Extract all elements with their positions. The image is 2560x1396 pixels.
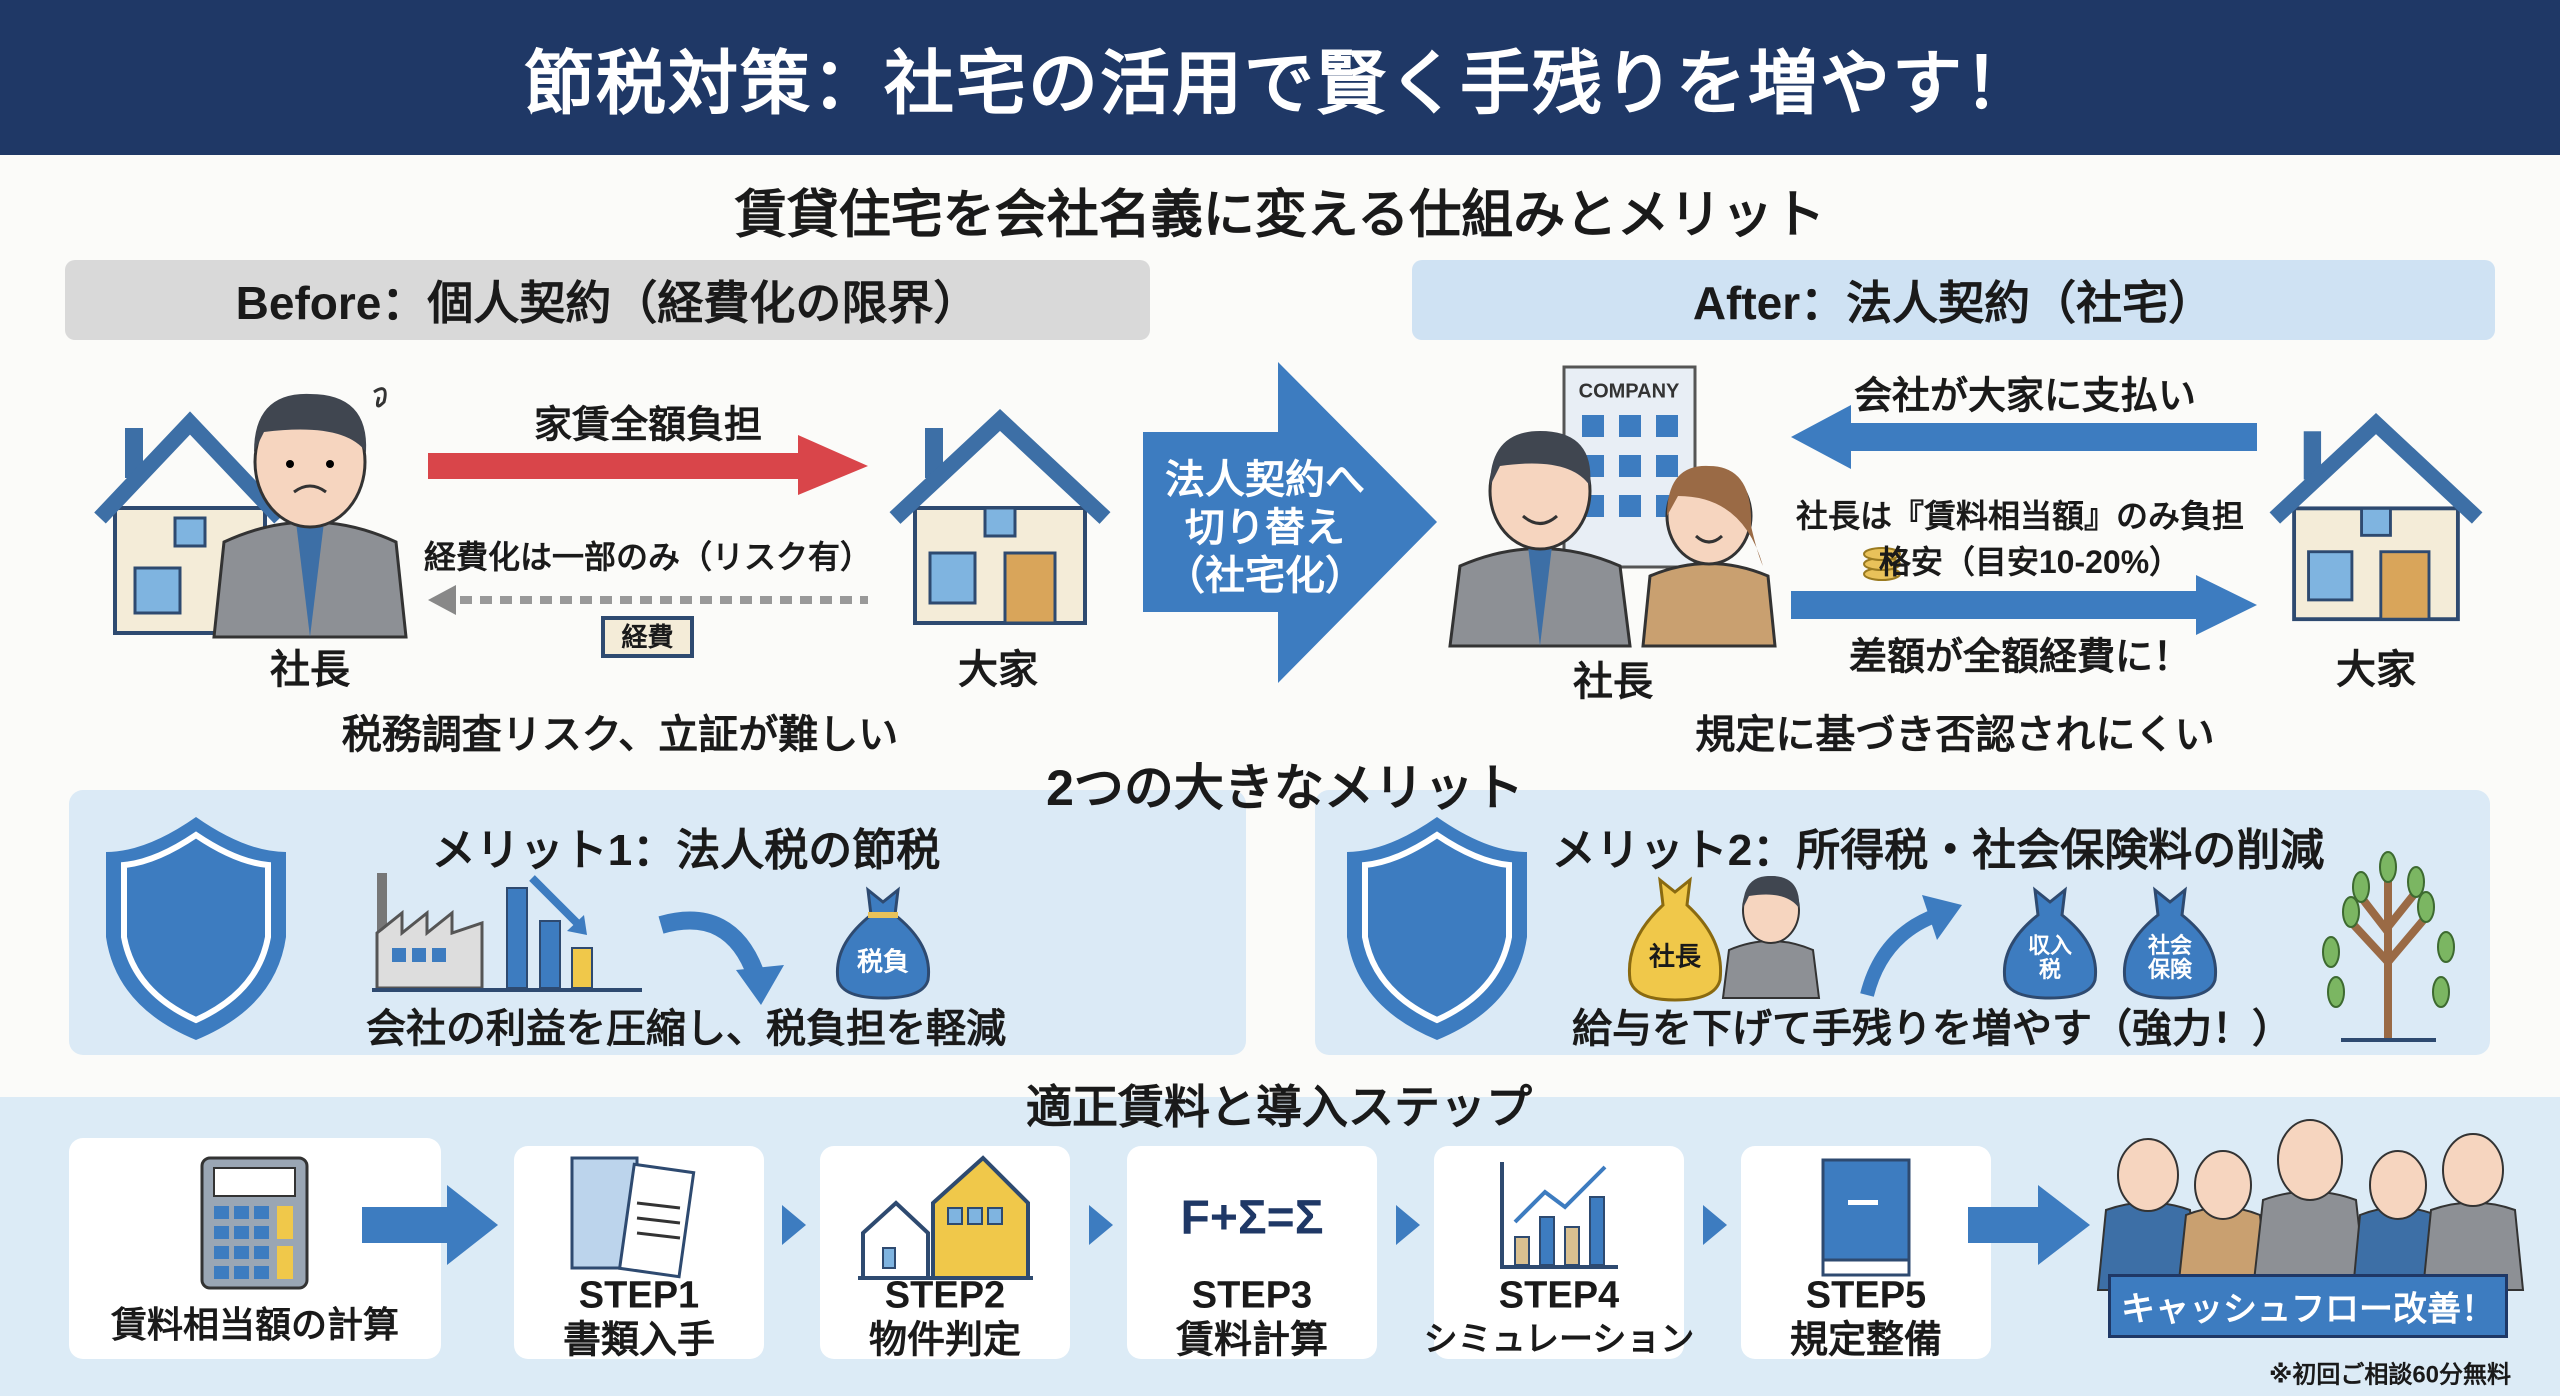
gold-money-bag-icon	[1627, 876, 1723, 1002]
before-note: 税務調査リスク、立証が難しい	[341, 713, 899, 757]
step3-card[interactable]	[1127, 1146, 1377, 1359]
page-title: 節税対策：社宅の活用で賢く手残りを増やす！	[524, 44, 2036, 123]
happy-team-icon	[2096, 1119, 2525, 1291]
merit2-text: 給与を下げて手残りを増やす（強力！）	[1572, 1007, 2292, 1051]
footnote: ※初回ご相談60分無料	[2268, 1361, 2512, 1389]
switch-line2: 切り替え	[1185, 506, 1345, 550]
switch-line1: 法人契約へ	[1165, 458, 1365, 502]
before-heading-bar: Before：個人契約（経費化の限界）	[65, 260, 1150, 340]
step2-number: STEP2	[884, 1274, 1006, 1317]
switch-line3: （社宅化）	[1165, 554, 1365, 598]
smiling-president-icon	[1448, 431, 1632, 648]
growing-tree-icon	[2322, 851, 2455, 1042]
step4-number: STEP4	[1498, 1274, 1620, 1317]
big-arrow-right	[362, 1185, 498, 1265]
company-pays-label: 会社が大家に支払い	[1853, 375, 2197, 418]
shield-icon	[106, 817, 286, 1040]
landlord-house-icon	[2269, 413, 2483, 622]
cashflow-banner	[2108, 1274, 2508, 1338]
income-tax-bag-label: 収入税	[2027, 933, 2072, 982]
merit1-title: メリット1：法人税の節税	[431, 826, 941, 875]
small-arrow-icon	[782, 1205, 806, 1245]
step3-number: STEP3	[1191, 1274, 1313, 1317]
shield-icon	[1347, 817, 1527, 1040]
factory-chart-icon	[372, 873, 642, 992]
cheap-rate-label: 格安（目安10-20%）	[1878, 544, 2182, 580]
tax-money-bag-icon	[835, 886, 931, 1000]
president-bag-label: 社長	[1648, 941, 1702, 972]
company-sign: COMPANY	[1578, 380, 1680, 403]
after-landlord-label: 大家	[2336, 648, 2416, 692]
before-heading: Before：個人契約（経費化の限界）	[235, 277, 980, 329]
rent-full-burden-label: 家賃全額負担	[533, 404, 763, 447]
worried-president-icon	[212, 387, 408, 639]
social-insurance-bag-icon	[2122, 886, 2218, 1000]
rent-calc-label: 賃料相当額の計算	[110, 1304, 400, 1345]
blue-arrow-left	[1791, 405, 2257, 469]
small-arrow-icon	[1396, 1205, 1420, 1245]
landlord-house-icon	[889, 409, 1111, 625]
income-tax-bag-icon	[2002, 886, 2098, 1000]
merits-heading: 2つの大きなメリット	[1046, 760, 1524, 816]
up-arrow-icon	[1860, 895, 1962, 997]
after-note: 規定に基づき否認されにくい	[1695, 713, 2215, 757]
rulebook-icon	[1821, 1158, 1911, 1277]
switch-arrow	[1143, 362, 1437, 683]
after-heading: After：法人契約（社宅）	[1692, 277, 2215, 329]
partial-expense-label: 経費化は一部のみ（リスク有）	[423, 539, 873, 575]
before-landlord-label: 大家	[958, 648, 1038, 692]
merit2-title: メリット2：所得税・社会保険料の削減	[1551, 826, 2325, 875]
steps-heading: 適正賃料と導入ステップ	[1026, 1081, 1532, 1133]
header-banner	[0, 0, 2560, 155]
merit1-text: 会社の利益を圧縮し、税負担を軽減	[366, 1007, 1006, 1051]
big-arrow-right	[1968, 1185, 2090, 1265]
red-arrow-right	[428, 435, 868, 495]
formula-icon: F+Σ=Σ	[1180, 1191, 1324, 1245]
documents-icon	[570, 1156, 696, 1279]
small-arrow-icon	[1089, 1205, 1113, 1245]
tax-bag-label: 税負	[856, 946, 910, 977]
after-heading-bar: After：法人契約（社宅）	[1412, 260, 2495, 340]
step5-number: STEP5	[1805, 1274, 1927, 1317]
property-houses-icon	[858, 1155, 1033, 1280]
businessman-icon	[1721, 875, 1821, 999]
before-person-label: 社長	[270, 648, 350, 692]
small-arrow-icon	[1703, 1205, 1727, 1245]
step5-label: 規定整備	[1789, 1319, 1943, 1362]
cashflow-banner-text: キャッシュフロー改善！	[2121, 1290, 2495, 1329]
full-expense-label: 差額が全額経費に！	[1848, 636, 2192, 679]
house-icon	[94, 411, 286, 635]
social-insurance-bag-label: 社会保険	[2147, 933, 2192, 982]
dotted-arrow-left	[428, 585, 868, 615]
curved-arrow-icon	[658, 911, 784, 1005]
step3-label: 賃料計算	[1175, 1319, 1329, 1362]
expense-tag: 経費	[601, 616, 694, 658]
step1-label: 書類入手	[562, 1319, 716, 1362]
calculator-icon	[200, 1156, 309, 1290]
growth-chart-icon	[1500, 1162, 1618, 1269]
step4-label: シミュレーション	[1423, 1320, 1695, 1359]
step4-card[interactable]	[1434, 1146, 1684, 1359]
rent-equivalent-label: 社長は『賃料相当額』のみ負担	[1795, 498, 2245, 534]
blue-arrow-right	[1791, 575, 2257, 635]
step1-number: STEP1	[578, 1274, 700, 1317]
step2-label: 物件判定	[868, 1319, 1022, 1362]
female-employee-icon	[1641, 465, 1777, 648]
after-person-label: 社長	[1573, 660, 1653, 704]
section-subtitle: 賃貸住宅を会社名義に変える仕組みとメリット	[734, 186, 1826, 245]
coins-icon	[1863, 547, 1901, 581]
